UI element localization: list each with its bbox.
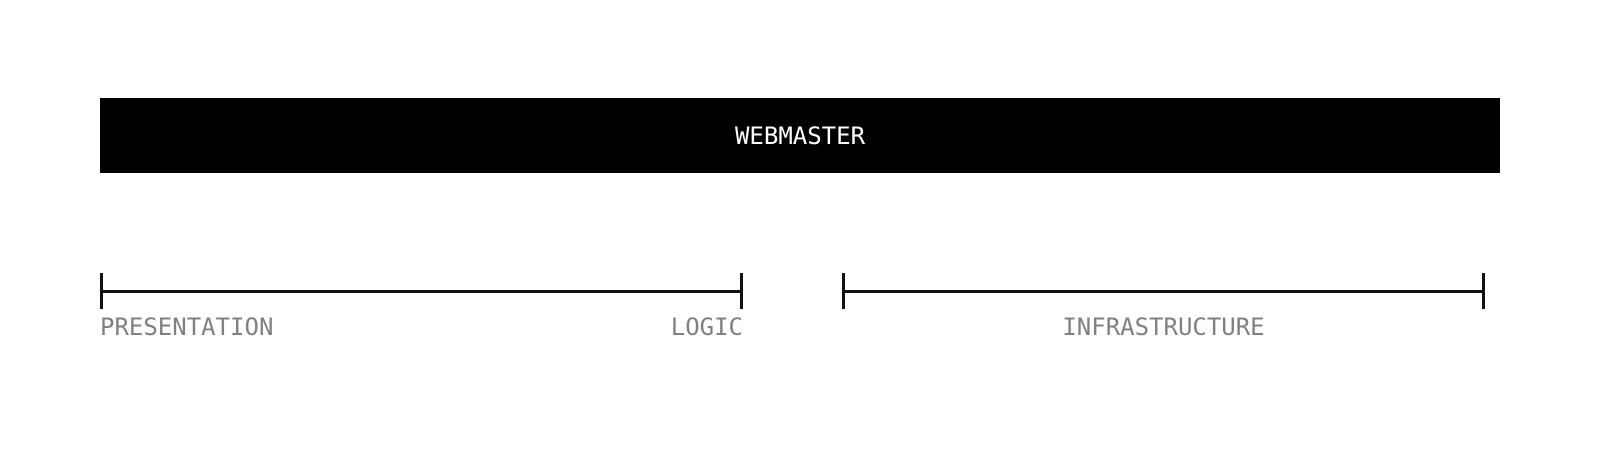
presentation-logic-range-line <box>100 273 743 309</box>
presentation-logic-labels: PRESENTATION LOGIC <box>100 313 743 341</box>
infrastructure-span: INFRASTRUCTURE <box>842 273 1485 341</box>
infrastructure-label: INFRASTRUCTURE <box>1062 313 1265 341</box>
webmaster-label: WEBMASTER <box>734 121 866 150</box>
presentation-logic-span: PRESENTATION LOGIC <box>100 273 743 341</box>
webmaster-bar: WEBMASTER <box>100 98 1500 173</box>
range-hline <box>842 290 1485 293</box>
presentation-label: PRESENTATION <box>100 313 274 341</box>
range-end-tick <box>1482 273 1485 309</box>
infrastructure-labels: INFRASTRUCTURE <box>842 313 1485 341</box>
infrastructure-range-line <box>842 273 1485 309</box>
range-hline <box>100 290 743 293</box>
logic-label: LOGIC <box>670 313 743 341</box>
range-end-tick <box>740 273 743 309</box>
